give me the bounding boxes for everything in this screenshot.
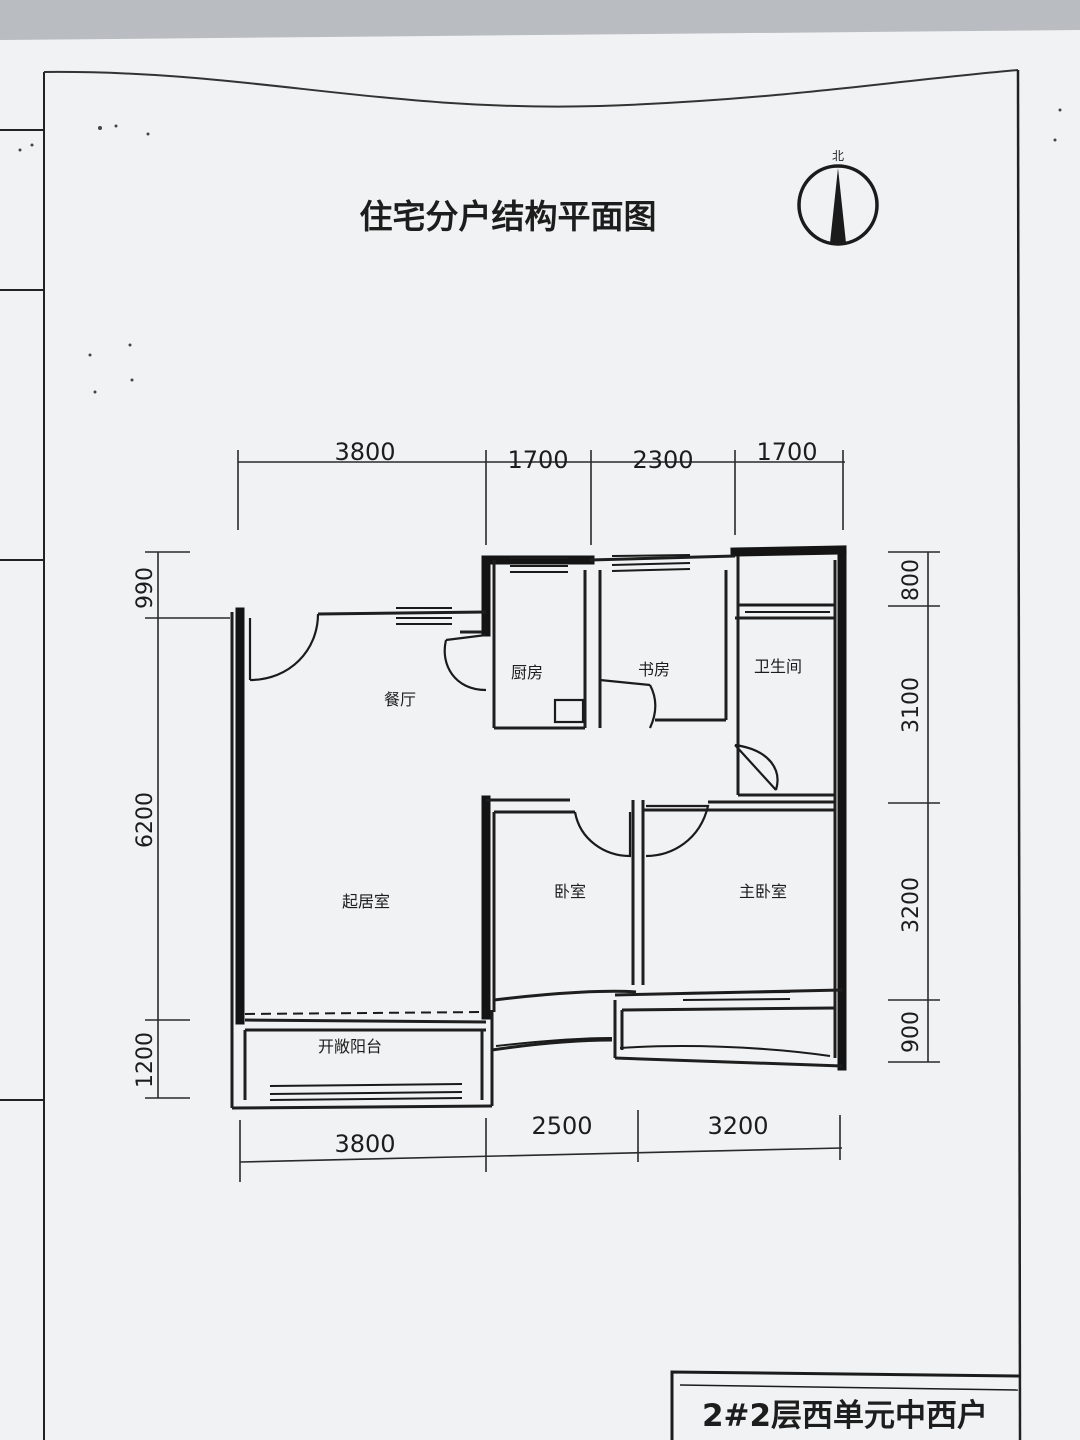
dim-bottom-1: 3800 bbox=[334, 1130, 395, 1158]
dim-top-3: 2300 bbox=[632, 446, 693, 474]
room-label-dining: 餐厅 bbox=[384, 690, 416, 709]
right-dimension-lines bbox=[888, 551, 940, 1063]
left-dimension-lines bbox=[145, 551, 230, 1099]
dim-top-4: 1700 bbox=[756, 438, 817, 466]
bottom-dimension-lines bbox=[239, 1110, 843, 1182]
room-label-kitchen: 厨房 bbox=[511, 663, 543, 682]
dim-left-3: 1200 bbox=[133, 1032, 158, 1088]
dim-bottom-3: 3200 bbox=[707, 1112, 768, 1140]
dim-top-2: 1700 bbox=[507, 446, 568, 474]
room-label-bedroom: 卧室 bbox=[554, 882, 586, 901]
dim-left-1: 990 bbox=[133, 567, 158, 609]
unit-label-box: 2#2层西单元中西户 bbox=[670, 1370, 1021, 1440]
dim-right-1: 800 bbox=[899, 559, 924, 601]
scan-specks bbox=[18, 108, 1062, 394]
plan-title: 住宅分户结构平面图 bbox=[360, 197, 657, 236]
north-mark: 北 bbox=[832, 149, 844, 163]
dim-top-1: 3800 bbox=[334, 438, 395, 466]
room-label-bathroom: 卫生间 bbox=[754, 657, 802, 676]
thin-walls bbox=[230, 554, 843, 1110]
room-label-living: 起居室 bbox=[342, 892, 390, 911]
windows bbox=[244, 554, 831, 1101]
door-swings bbox=[248, 613, 779, 858]
unit-label: 2#2层西单元中西户 bbox=[702, 1398, 988, 1434]
paper-sheet bbox=[0, 30, 1080, 1440]
dim-right-2: 3100 bbox=[899, 677, 924, 733]
left-frame-border bbox=[0, 72, 45, 1440]
room-label-study: 书房 bbox=[638, 660, 670, 679]
top-dimension-lines bbox=[237, 450, 845, 545]
sheet-top-edge bbox=[43, 69, 1019, 108]
room-label-master-bedroom: 主卧室 bbox=[739, 882, 787, 901]
exterior-walls bbox=[235, 545, 847, 1071]
room-label-balcony: 开敞阳台 bbox=[318, 1037, 382, 1056]
north-arrow-icon: 北 bbox=[797, 149, 879, 246]
dim-right-4: 900 bbox=[899, 1011, 924, 1053]
dim-bottom-2: 2500 bbox=[531, 1112, 592, 1140]
dim-left-2: 6200 bbox=[133, 792, 158, 848]
right-frame-border bbox=[1016, 69, 1022, 1440]
dim-right-3: 3200 bbox=[899, 877, 924, 933]
